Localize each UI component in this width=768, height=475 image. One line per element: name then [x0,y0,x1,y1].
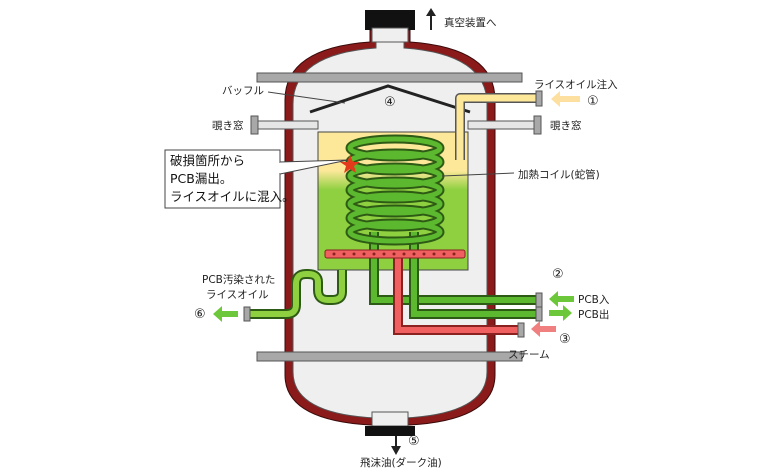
top-flange-plate [256,72,523,83]
scum-oil-arrow-icon [391,436,401,455]
label-rice-oil-inlet: ライスオイル注入 [534,78,618,91]
marker-1: ① [587,94,599,109]
steam-arrow-icon [531,321,556,337]
marker-6: ⑥ [194,307,206,322]
label-steam: スチーム [508,349,550,361]
leak-callout: 破損箇所から PCB漏出。 ライスオイルに混入。 [164,149,349,209]
callout-line-1: 破損箇所から [170,153,245,168]
leak-star-icon [340,155,360,173]
bottom-flange-plate [256,351,523,362]
label-sight-glass-left: 覗き窓 [212,119,244,132]
label-contaminated-oil-1: PCB汚染された [202,273,275,286]
rice-oil-arrow-icon [551,91,580,107]
marker-5: ⑤ [408,434,420,449]
pcb-in-arrow-icon [549,291,574,307]
sight-glass-left-pipe [255,120,319,130]
contaminated-oil-arrow-icon [213,306,238,322]
label-scum-oil: 飛沫油(ダーク油) [360,456,442,469]
pcb-out-arrow-icon [549,305,572,321]
label-baffle: バッフル [222,85,264,97]
label-heating-coil: 加熱コイル(蛇管) [518,168,600,181]
label-pcb-in: PCB入 [578,294,610,306]
callout-line-3: ライスオイルに混入。 [170,189,295,204]
top-nozzle [365,10,415,30]
label-sight-glass-right: 覗き窓 [550,119,582,132]
marker-4: ④ [384,95,396,110]
baffle [309,84,471,114]
bottom-nozzle [365,426,415,436]
label-contaminated-oil-2: ライスオイル [206,289,269,301]
callout-line-2: PCB漏出。 [170,171,232,186]
marker-2: ② [552,267,564,282]
vacuum-arrow-icon [426,8,436,30]
label-pcb-out: PCB出 [578,308,609,321]
marker-3: ③ [559,332,571,347]
label-vacuum: 真空装置へ [444,16,497,29]
sight-glass-right-pipe [467,120,537,130]
